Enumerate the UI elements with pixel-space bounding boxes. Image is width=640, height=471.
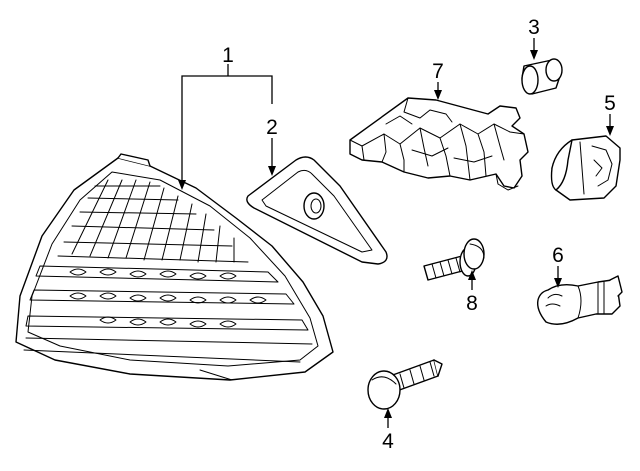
callout-8: 8 [466, 292, 478, 315]
tail-lamp-assembly [15, 153, 334, 381]
arrow-3 [530, 50, 538, 60]
callout-labels: 1 2 3 4 5 6 7 8 [222, 16, 616, 453]
callout-7: 7 [432, 60, 444, 83]
leader-lines [178, 38, 614, 428]
callout-2: 2 [266, 116, 278, 139]
arrow-5 [606, 126, 614, 136]
grommet [521, 58, 563, 95]
leader-1 [181, 75, 273, 182]
led-cells [69, 268, 267, 328]
callout-5: 5 [604, 92, 616, 115]
reflector-grid [57, 179, 249, 263]
bolt [423, 238, 485, 281]
screw [367, 359, 443, 410]
callout-6: 6 [552, 244, 564, 267]
lamp-housing [349, 97, 529, 191]
bulb-socket [550, 135, 621, 201]
callout-4: 4 [382, 430, 394, 453]
arrow-2 [268, 166, 276, 176]
arrow-8 [468, 270, 476, 280]
callout-3: 3 [528, 16, 540, 39]
gasket [246, 156, 388, 265]
bulb [536, 275, 623, 325]
callout-1: 1 [222, 44, 234, 67]
arrow-6 [554, 278, 562, 288]
arrow-1 [178, 180, 186, 190]
arrow-7 [434, 90, 442, 100]
arrow-4 [384, 408, 392, 418]
